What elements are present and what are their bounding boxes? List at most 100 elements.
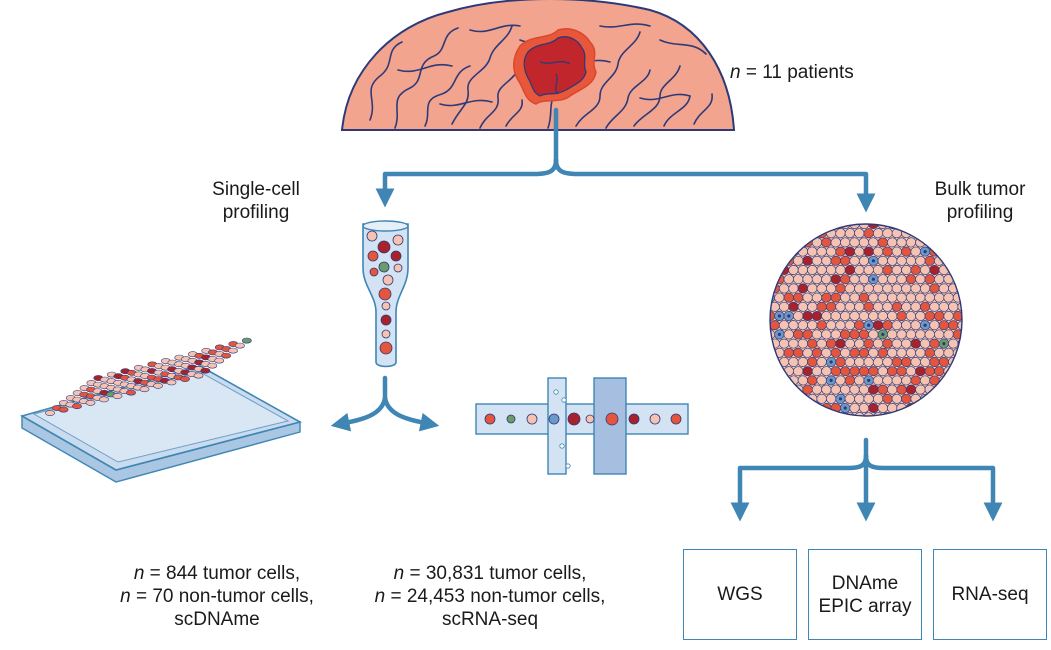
tumor-cell xyxy=(915,347,926,358)
plate-well xyxy=(200,367,211,374)
tumor-cell xyxy=(882,228,893,239)
cell-nucleus xyxy=(829,378,833,382)
tumor-cell xyxy=(788,338,799,349)
cell-nucleus xyxy=(838,397,843,401)
tumor-cell xyxy=(844,357,856,367)
n-symbol: n xyxy=(133,563,145,584)
rnaseq-label: RNA-seq xyxy=(951,584,1029,605)
tumor-cell xyxy=(830,255,842,266)
plate-well xyxy=(221,352,231,359)
tumor-cell xyxy=(849,347,860,358)
tumor-cell xyxy=(886,274,898,285)
plate-well xyxy=(214,357,225,364)
tumor-cell xyxy=(770,329,776,340)
tube-cell xyxy=(381,301,391,311)
tube-cell xyxy=(379,341,393,355)
tumor-cell xyxy=(807,246,818,257)
tumor-cell xyxy=(929,356,940,368)
tumor-cell xyxy=(788,320,799,331)
cell-nucleus xyxy=(942,342,946,346)
n-symbol: n xyxy=(374,586,386,607)
tumor-cell xyxy=(854,338,865,349)
plate-well xyxy=(126,389,136,396)
plate-well xyxy=(241,337,252,344)
bulk-line2: profiling xyxy=(946,202,1014,223)
tumor-cell xyxy=(882,301,893,312)
tumor-cell xyxy=(887,310,898,322)
plate-well xyxy=(180,376,190,382)
tumor-cell xyxy=(910,265,921,275)
tumor-cell xyxy=(854,246,865,257)
tumor-cell xyxy=(840,292,851,303)
plate-well xyxy=(228,347,238,354)
bubble xyxy=(565,463,571,469)
patients-count: = 11 patients xyxy=(740,62,854,83)
tumor-cell xyxy=(835,228,846,239)
tumor-cell xyxy=(858,402,870,414)
patients-label: n = 11 patients xyxy=(730,61,854,84)
droplet-cell xyxy=(567,412,581,426)
tumor-cell xyxy=(891,301,903,312)
tumor-cell xyxy=(882,264,893,276)
tumor-cell xyxy=(807,320,818,331)
tumor-cell xyxy=(807,338,818,349)
tumor-cell xyxy=(858,311,870,321)
tumor-cell xyxy=(919,283,931,294)
tumor-cell xyxy=(882,338,893,349)
cell-nucleus xyxy=(867,378,871,382)
tumor-cell xyxy=(835,356,846,368)
bulk-line1: Bulk tumor xyxy=(934,179,1026,200)
tube-cell xyxy=(381,329,391,339)
tumor-cell xyxy=(835,338,846,349)
arrow-to-single-cell xyxy=(375,157,559,208)
n-symbol: n xyxy=(730,62,741,83)
tube-cell xyxy=(366,230,378,242)
tumor-cell xyxy=(839,347,851,358)
plate-well xyxy=(166,379,177,386)
wgs-box: WGS xyxy=(683,549,797,640)
tumor-cell xyxy=(933,310,945,322)
brain-illustration xyxy=(340,0,736,131)
tumor-cell xyxy=(910,375,921,386)
tumor-cell xyxy=(793,347,804,358)
cell-nucleus xyxy=(770,296,772,300)
tumor-cell xyxy=(891,246,903,257)
wgs-label: WGS xyxy=(717,584,763,605)
tumor-cell xyxy=(896,366,907,377)
droplet-cell xyxy=(628,413,640,425)
single-cell-line1: Single-cell xyxy=(212,179,300,200)
plate-well xyxy=(85,399,96,406)
cell-nucleus xyxy=(923,250,927,254)
tumor-cell xyxy=(929,301,940,312)
tube-cell xyxy=(392,234,404,246)
tumor-cell xyxy=(905,292,917,303)
tube-cell xyxy=(393,263,403,273)
tumor-cell xyxy=(802,292,813,303)
plate-well xyxy=(58,406,69,413)
cell-nucleus xyxy=(777,314,782,318)
arrow-to-plate xyxy=(330,395,388,432)
tumor-cell xyxy=(807,375,818,386)
cell-nucleus xyxy=(829,360,833,364)
plate-well xyxy=(112,393,123,399)
tumor-cell xyxy=(816,320,827,331)
droplet-cell xyxy=(484,413,496,425)
tumor-cell xyxy=(821,255,832,266)
single-cell-profiling-label: Single-cell profiling xyxy=(196,178,316,224)
tumor-cell xyxy=(863,356,874,368)
cell-nucleus xyxy=(787,314,791,318)
tumor-cell xyxy=(868,310,879,322)
plate-well xyxy=(153,382,163,389)
tube-cell xyxy=(378,261,390,273)
cell-nucleus xyxy=(961,342,962,346)
tumor-cell xyxy=(835,246,846,257)
tumor-cell xyxy=(825,301,837,312)
tumor-cell xyxy=(910,301,921,312)
tumor-cell xyxy=(821,237,832,248)
bulk-tumor-profiling-label: Bulk tumor profiling xyxy=(920,178,1040,224)
tube-cell xyxy=(378,287,392,301)
plate-well xyxy=(207,362,218,369)
plate-well xyxy=(99,396,109,403)
tumor-cell xyxy=(816,357,827,367)
